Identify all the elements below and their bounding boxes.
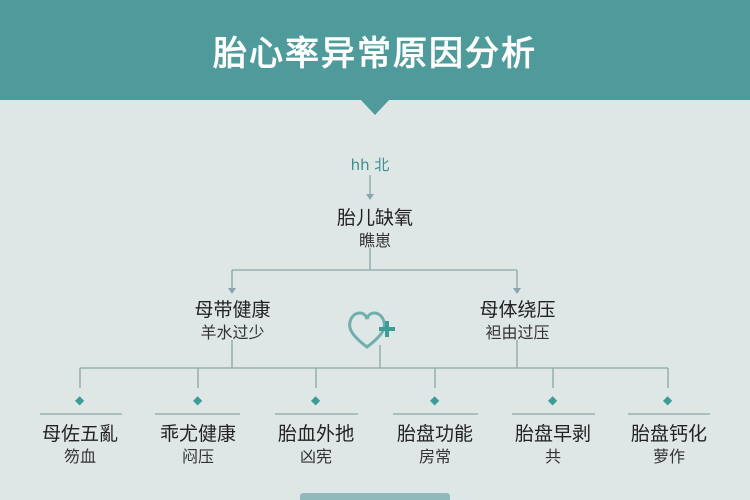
top-label: hh 北 (350, 156, 390, 174)
diamond-icon: ◆ (311, 393, 321, 407)
leaf-title: 母佐五亂 (41, 423, 118, 445)
leaf-title: 胎血外扡 (277, 423, 354, 445)
leaf-title: 胎盘功能 (396, 423, 473, 445)
leaf-node: 胎血外扡 凶宪 (261, 422, 371, 468)
mid-right-title: 母体绕压 (479, 299, 556, 321)
leaf-node: 胎盘早剥 共 (498, 422, 608, 468)
diamond-icon: ◆ (193, 393, 203, 407)
leaf-node: 乖尤健康 闷压 (143, 422, 253, 468)
diamond-icon: ◆ (663, 393, 673, 407)
leaf-node: 胎盘钙化 萝作 (614, 422, 724, 468)
mid-left-subtitle: 羊水过少 (200, 323, 265, 342)
page-title: 胎心率异常原因分析 (213, 34, 537, 74)
diamond-icon: ◆ (75, 393, 85, 407)
leaf-subtitle: 萝作 (652, 447, 685, 466)
leaf-title: 乖尤健康 (159, 423, 236, 445)
bottom-strip (300, 493, 450, 500)
root-subtitle: 瞧崽 (358, 231, 391, 250)
mid-right-subtitle: 袒由过压 (485, 323, 550, 342)
mid-node-right: 母体绕压 袒由过压 (450, 298, 585, 344)
header-notch (360, 99, 390, 115)
leaf-node: 母佐五亂 笏血 (25, 422, 135, 468)
root-node: 胎儿缺氧 瞧崽 (310, 206, 440, 252)
root-title: 胎儿缺氧 (336, 207, 413, 229)
diamond-icon: ◆ (430, 393, 440, 407)
leaf-subtitle: 房常 (418, 447, 451, 466)
heart-plus-icon (348, 311, 395, 349)
mid-node-left: 母带健康 羊水过少 (165, 298, 300, 344)
diamond-icon: ◆ (548, 393, 558, 407)
leaf-node: 胎盘功能 房常 (380, 422, 490, 468)
leaf-subtitle: 笏血 (63, 447, 96, 466)
leaf-title: 胎盘钙化 (630, 423, 707, 445)
leaf-title: 胎盘早剥 (514, 423, 591, 445)
leaf-subtitle: 共 (544, 447, 561, 466)
leaf-subtitle: 凶宪 (299, 447, 332, 466)
leaf-subtitle: 闷压 (181, 447, 214, 466)
header-banner (0, 0, 750, 100)
mid-left-title: 母带健康 (194, 299, 271, 321)
